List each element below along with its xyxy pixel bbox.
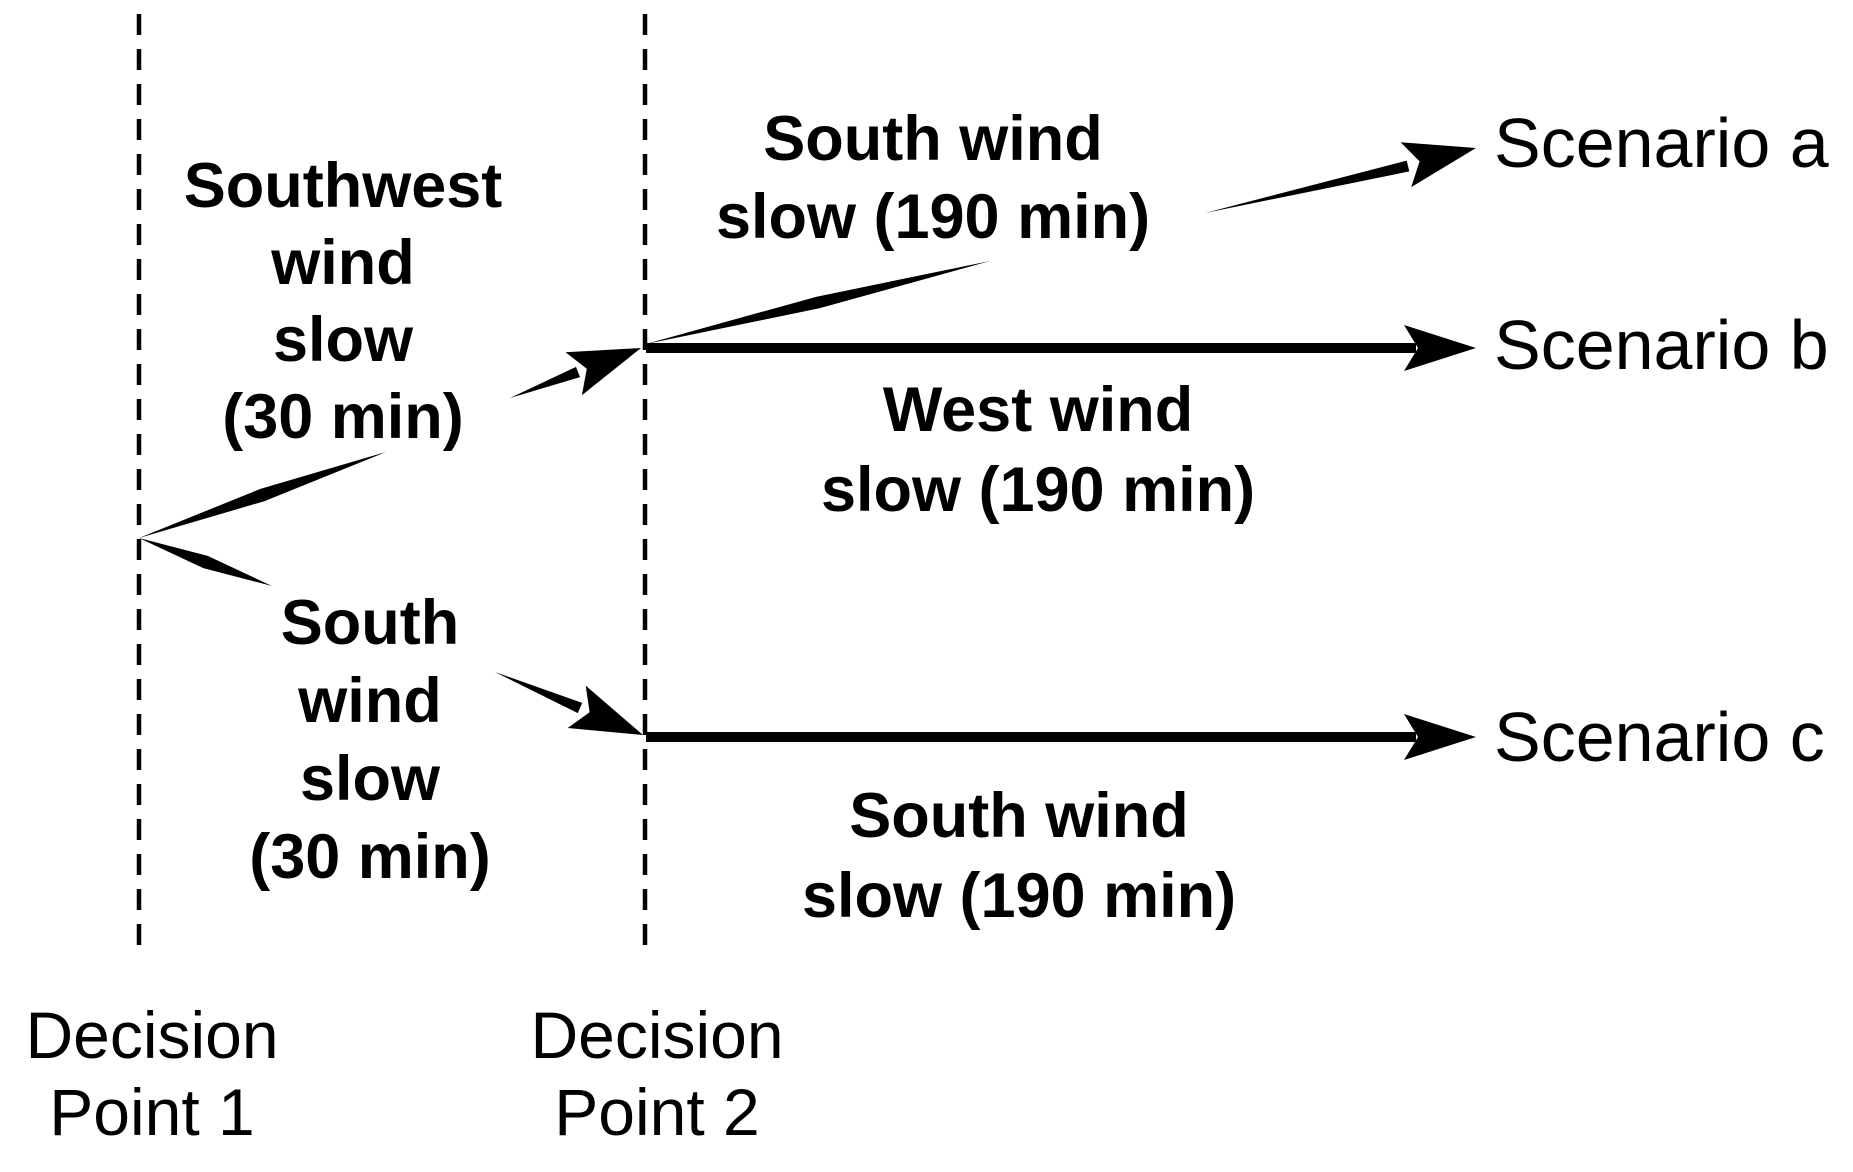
label-south-wind-slow-190min-top: South wind slow (190 min): [716, 100, 1150, 256]
label-line: slow (190 min): [820, 455, 1256, 525]
label-line: Decision: [530, 998, 784, 1072]
label-line: wind: [298, 666, 442, 736]
label-line: wind: [271, 228, 415, 298]
branch-dp2-to-a-line: [646, 261, 990, 344]
branch-dp2-to-c-line: [646, 732, 1416, 742]
label-line: (30 min): [222, 382, 464, 452]
branch-dp2-to-b-arrowhead-icon: [1404, 325, 1476, 371]
label-line: South: [280, 588, 460, 658]
scenario-b-label: Scenario b: [1494, 306, 1829, 384]
label-line: (30 min): [249, 822, 491, 892]
branch-dp1-upper-line: [139, 452, 386, 538]
branch-dp2-to-a-arrowhead-icon: [1400, 142, 1476, 188]
label-line: South wind: [763, 104, 1103, 174]
label-south-wind-slow-30min: South wind slow (30 min): [249, 584, 491, 896]
decision-point-1-label: Decision Point 1: [25, 997, 278, 1151]
label-line: slow (190 min): [715, 182, 1151, 252]
label-line: slow (190 min): [801, 861, 1237, 931]
label-line: Decision: [25, 998, 279, 1072]
label-line: Point 2: [554, 1075, 760, 1149]
branch-dp1-upper-arrow-shaft: [510, 366, 580, 398]
scenario-a-label: Scenario a: [1494, 104, 1829, 182]
label-line: Point 1: [49, 1075, 255, 1149]
label-line: slow: [272, 305, 414, 375]
label-south-wind-slow-190min-bottom: South wind slow (190 min): [802, 776, 1236, 936]
label-line: slow: [299, 744, 441, 814]
branch-dp1-lower-line: [139, 538, 272, 586]
branch-dp1-lower-arrow-shaft: [495, 672, 583, 714]
label-line: South wind: [849, 781, 1189, 851]
branch-dp1-lower-arrowhead-icon: [567, 685, 643, 735]
label-west-wind-slow-190min: West wind slow (190 min): [821, 370, 1255, 530]
branch-dp2-to-a-arrow-shaft: [1205, 160, 1410, 213]
scenario-c-label: Scenario c: [1494, 698, 1825, 776]
branch-dp2-to-c-arrowhead-icon: [1404, 714, 1476, 760]
label-line: West wind: [882, 375, 1194, 445]
branch-dp1-upper-arrowhead-icon: [565, 348, 641, 396]
label-southwest-wind-slow-30min: Southwest wind slow (30 min): [184, 148, 503, 456]
decision-point-2-label: Decision Point 2: [530, 997, 783, 1151]
branch-dp2-to-b-line: [646, 343, 1416, 353]
label-line: Southwest: [183, 151, 503, 221]
